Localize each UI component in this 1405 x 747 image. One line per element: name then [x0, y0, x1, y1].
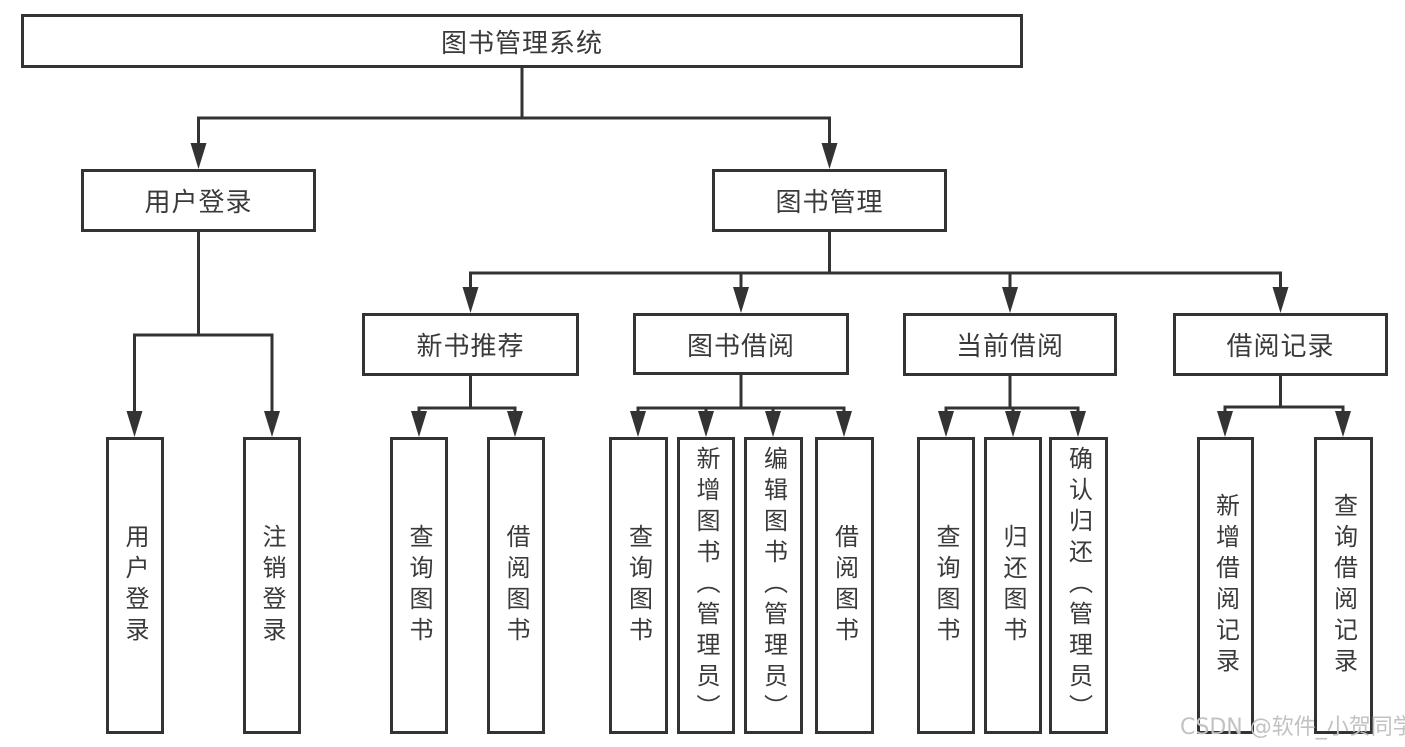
- leaf-nb-borrow-book: 借阅图书: [487, 437, 545, 734]
- leaf-cb-query-book: 查询图书: [917, 437, 975, 734]
- leaf-bb-borrow-book: 借阅图书: [815, 437, 874, 734]
- node-new-book-recommend: 新书推荐: [362, 313, 579, 376]
- leaf-br-add-record: 新增借阅记录: [1197, 437, 1254, 734]
- leaf-cb-return-book: 归还图书: [984, 437, 1042, 734]
- leaf-user-login: 用户登录: [106, 437, 164, 734]
- leaf-bb-query-book: 查询图书: [609, 437, 668, 734]
- leaf-bb-edit-book-admin: 编辑图书（管理员）: [744, 437, 803, 734]
- leaf-bb-add-book-admin: 新增图书（管理员）: [677, 437, 735, 734]
- leaf-nb-query-book: 查询图书: [390, 437, 448, 734]
- node-book-borrow: 图书借阅: [633, 313, 849, 375]
- leaf-cb-confirm-return-admin: 确认归还（管理员）: [1049, 437, 1108, 734]
- node-user-login: 用户登录: [81, 169, 316, 232]
- node-book-management: 图书管理: [712, 169, 947, 232]
- node-current-borrow: 当前借阅: [903, 313, 1117, 376]
- node-borrow-record: 借阅记录: [1173, 313, 1388, 376]
- node-library-system: 图书管理系统: [21, 14, 1023, 68]
- arrowhead-icons: [126, 143, 1351, 437]
- leaf-logout-login: 注销登录: [243, 437, 301, 734]
- leaf-br-query-record: 查询借阅记录: [1314, 437, 1373, 734]
